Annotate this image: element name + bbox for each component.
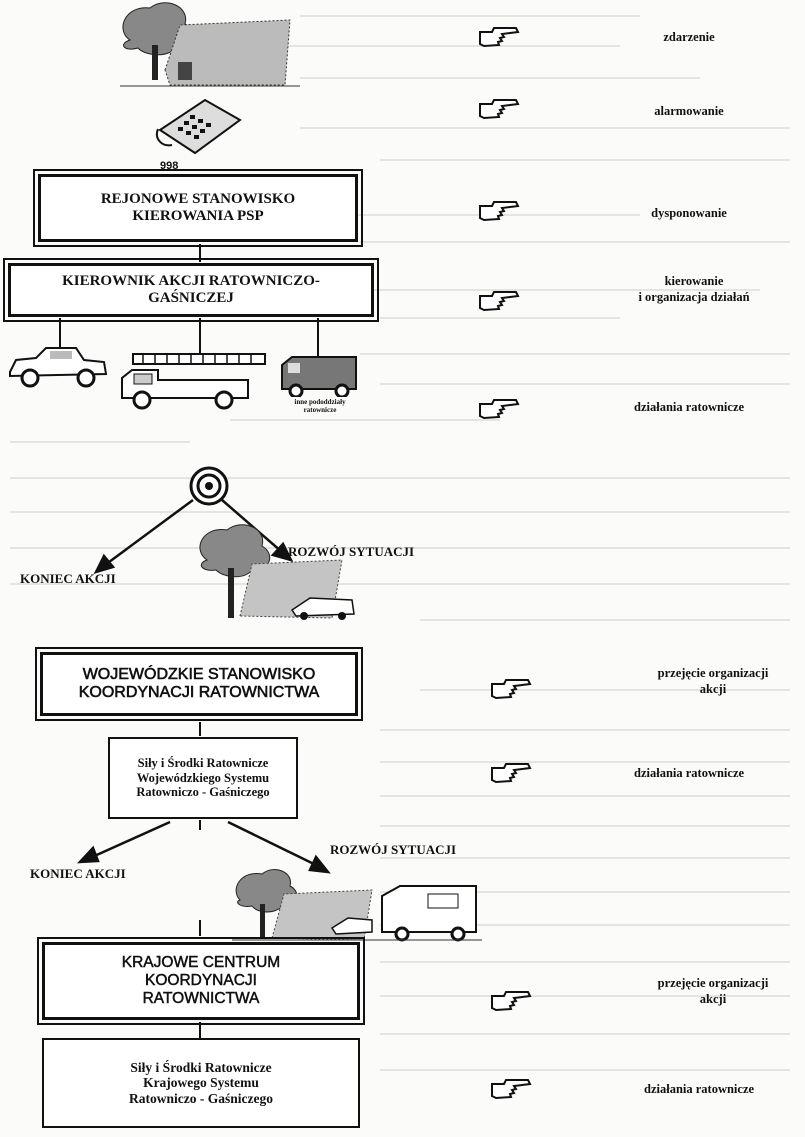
pointing-hand-icon <box>479 399 520 420</box>
phone-number: 998 <box>160 160 179 172</box>
sily-wojewodzkie-box: Siły i Środki Ratownicze Wojewódzkiego S… <box>108 737 298 819</box>
side-label-alarmowanie: alarmowanie <box>654 104 724 118</box>
krajowe-centrum-title: KRAJOWE CENTRUM KOORDYNACJI RATOWNICTWA <box>121 954 281 1007</box>
krajowe-centrum-box: KRAJOWE CENTRUM KOORDYNACJI RATOWNICTWA <box>37 937 365 1025</box>
ladder-truck-icon <box>121 353 266 410</box>
side-label-dzialania-3: działania ratownicze <box>644 1082 755 1096</box>
rejonowe-stanowisko-box: REJONOWE STANOWISKO KIEROWANIA PSP <box>33 169 363 247</box>
pointing-hand-icon <box>491 991 532 1012</box>
side-label-kierowanie: kierowanie i organizacja działań <box>638 274 750 304</box>
side-label-dysponowanie: dysponowanie <box>651 206 727 220</box>
target-icon <box>189 466 229 506</box>
pointing-hand-icon <box>491 763 532 784</box>
sily-krajowe-title: Siły i Środki Ratownicze Krajowego Syste… <box>129 1059 273 1106</box>
wojewodzkie-stanowisko-title: WOJEWÓDZKIE STANOWISKO KOORDYNACJI RATOW… <box>78 665 320 701</box>
rozwoj-sytuacji-label-1: ROZWÓJ SYTUACJI <box>288 544 415 559</box>
pointing-hand-icon <box>491 679 532 700</box>
side-label-dzialania-2: działania ratownicze <box>634 766 745 780</box>
pointing-hand-icon <box>491 1079 532 1100</box>
rozwoj-sytuacji-label-2: ROZWÓJ SYTUACJI <box>330 842 457 857</box>
kierownik-akcji-title: KIEROWNIK AKCJI RATOWNICZO- GAŚNICZEJ <box>62 272 320 306</box>
van-icon <box>281 356 357 397</box>
car-icon <box>9 347 108 388</box>
pointing-hand-icon <box>479 99 520 120</box>
kierownik-akcji-box: KIEROWNIK AKCJI RATOWNICZO- GAŚNICZEJ <box>3 258 379 322</box>
pointing-hand-icon <box>479 27 520 48</box>
pointing-hand-icon <box>479 291 520 312</box>
side-label-dzialania-1: działania ratownicze <box>634 400 745 414</box>
telephone-icon <box>156 98 242 155</box>
wojewodzkie-stanowisko-box: WOJEWÓDZKIE STANOWISKO KOORDYNACJI RATOW… <box>35 647 363 721</box>
vehicle-caption: inne pododdziały ratownicze <box>294 398 346 414</box>
tree-icon <box>199 524 355 620</box>
rejonowe-stanowisko-title: REJONOWE STANOWISKO KIEROWANIA PSP <box>100 190 296 224</box>
pointing-hand-icon <box>479 201 520 222</box>
sily-krajowe-box: Siły i Środki Ratownicze Krajowego Syste… <box>42 1038 360 1128</box>
koniec-akcji-label-1: KONIEC AKCJI <box>20 571 116 586</box>
side-label-przejecie-1: przejęcie organizacji akcji <box>657 666 769 696</box>
side-label-przejecie-2: przejęcie organizacji akcji <box>657 976 769 1006</box>
sily-wojewodzkie-title: Siły i Środki Ratownicze Wojewódzkiego S… <box>136 756 270 800</box>
koniec-akcji-label-2: KONIEC AKCJI <box>30 866 126 881</box>
camper-icon <box>232 869 482 942</box>
side-label-zdarzenie: zdarzenie <box>663 30 715 44</box>
tree-icon <box>120 2 300 87</box>
